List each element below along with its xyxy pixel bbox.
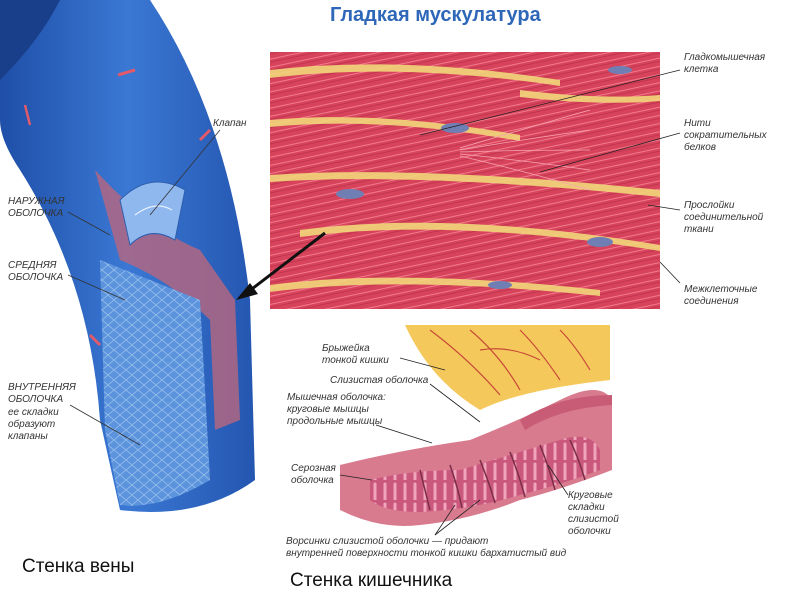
label-middle-layer: СРЕДНЯЯ ОБОЛОЧКА bbox=[8, 260, 64, 283]
label-mucosa: Слизистая оболочка bbox=[330, 375, 429, 386]
label-villi: Ворсинки слизистой оболочки — придают вн… bbox=[286, 536, 567, 559]
pointer-arrow-head bbox=[236, 283, 258, 300]
vein-valve bbox=[119, 181, 186, 246]
vein-inner-layer bbox=[100, 260, 210, 506]
pointer-arrow-line bbox=[247, 231, 326, 294]
label-connective-tissue: Прослойки соединительной ткани bbox=[684, 200, 764, 235]
caption-intestine-wall: Стенка кишечника bbox=[290, 570, 453, 591]
label-outer-layer: НАРУЖНАЯ ОБОЛОЧКА bbox=[8, 196, 65, 219]
page-title: Гладкая мускулатура bbox=[330, 4, 541, 26]
label-smooth-muscle-cell: Гладкомышечная клетка bbox=[684, 52, 766, 75]
label-contractile-filaments: Нити сократительных белков bbox=[684, 118, 767, 153]
label-mesentery: Брыжейка тонкой кишки bbox=[322, 343, 389, 366]
label-circular-folds: Круговые складки слизистой оболочки bbox=[568, 490, 619, 537]
caption-vein-wall: Стенка вены bbox=[22, 556, 135, 577]
label-valve: Клапан bbox=[213, 118, 247, 129]
label-serosa: Серозная оболочка bbox=[291, 463, 336, 486]
label-inner-layer: ВНУТРЕННЯЯ ОБОЛОЧКА bbox=[8, 382, 76, 405]
connective-streaks bbox=[270, 64, 660, 296]
mesentery bbox=[405, 325, 610, 410]
label-muscular-layer: Мышечная оболочка: круговые мышцы продол… bbox=[287, 392, 386, 427]
nuclei bbox=[336, 66, 632, 289]
label-cell-junctions: Межклеточные соединения bbox=[684, 284, 758, 307]
label-inner-note: ее складки образуют клапаны bbox=[8, 407, 59, 442]
